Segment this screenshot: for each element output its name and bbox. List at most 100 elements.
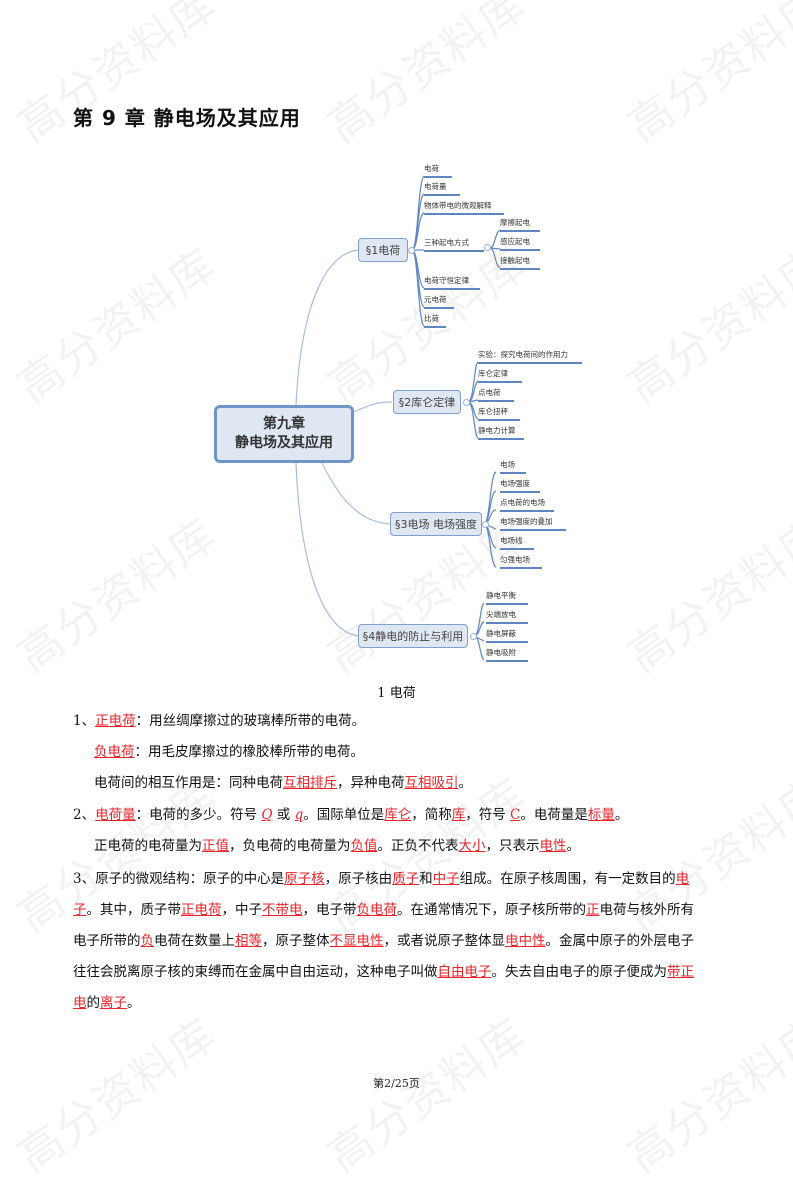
text: ，原子整体 [262, 933, 330, 949]
text: ，只表示 [485, 838, 540, 854]
mind-map-connectors [295, 175, 501, 661]
text: ，负电荷的电荷量为 [229, 838, 351, 854]
paragraph-1b: 负电荷：用毛皮摩擦过的橡胶棒所带的电荷。 [73, 737, 744, 768]
highlight-term: 子 [73, 902, 87, 918]
text: ，简称 [411, 807, 452, 823]
highlight-term: 电 [675, 871, 690, 887]
highlight-term: 正 [586, 902, 600, 918]
leaf-node: 元电荷 [424, 294, 454, 309]
watermark: 高分资料库 [8, 1008, 227, 1183]
collapse-icon[interactable] [408, 247, 415, 254]
text: 往往会脱离原子核的束缚而在金属中自由运动，这种电子叫做 [73, 964, 438, 980]
text: 电荷间的相互作用是：同种电荷 [94, 775, 283, 791]
paragraph-3-line-2: 子。其中，质子带正电荷，中子不带电，电子带负电荷。在通常情况下，原子核所带的正电… [73, 895, 723, 926]
collapse-icon[interactable] [470, 633, 477, 640]
text: 电子所带的 [73, 933, 141, 949]
leaf-node: 点电荷 [478, 387, 514, 402]
text: 电荷在数量上 [154, 933, 235, 949]
highlight-term: 互相排斥 [283, 775, 337, 791]
leaf-node: 静电力计算 [478, 425, 524, 440]
leaf-node: 物体带电的微观解释 [424, 200, 504, 215]
text: ：用丝绸摩擦过的玻璃棒所带的电荷。 [135, 713, 366, 729]
text: ，符号 [465, 807, 511, 823]
text: 。 [566, 838, 581, 854]
leaf-node: 三种起电方式 [424, 237, 484, 252]
collapse-icon[interactable] [463, 399, 470, 406]
leaf-node: 电场强度的叠加 [500, 516, 566, 531]
paragraph-3: 3、原子的微观结构：原子的中心是原子核，原子核由质子和中子组成。在原子核周围，有… [73, 864, 723, 1019]
text: 和 [419, 871, 433, 887]
text: ，电子带 [302, 902, 357, 918]
highlight-term: 库 [451, 807, 466, 823]
highlight-term: 自由电子 [437, 964, 492, 980]
watermark: 高分资料库 [618, 1008, 793, 1183]
leaf-node: 电荷守恒定律 [424, 275, 480, 290]
highlight-term: 互相吸引 [404, 775, 459, 791]
leaf-node: 库仑扭秤 [478, 406, 520, 421]
chapter-title: 第 9 章 静电场及其应用 [73, 106, 301, 130]
highlight-term: 带正 [667, 964, 694, 980]
leaf-node: 电场线 [500, 535, 534, 550]
highlight-term: 不显电性 [329, 933, 384, 949]
highlight-term: 大小 [458, 838, 486, 854]
highlight-term: 正电荷 [181, 902, 222, 918]
highlight-term: 正电荷 [95, 713, 136, 729]
text: ，或者说原子整体显 [383, 933, 506, 949]
leaf-node: 库仑定律 [478, 368, 522, 383]
paragraph-1c: 电荷间的相互作用是：同种电荷互相排斥，异种电荷互相吸引。 [73, 768, 744, 799]
text: 的 [86, 995, 101, 1011]
leaf-node: 摩擦起电 [500, 217, 540, 232]
leaf-node: 接触起电 [500, 255, 540, 270]
text: 。电荷量是 [520, 807, 588, 823]
highlight-term: 中子 [432, 871, 460, 887]
highlight-term: 负电荷 [356, 902, 398, 918]
leaf-node: 点电荷的电场 [500, 497, 554, 512]
text: 。其中，质子带 [86, 902, 182, 918]
center-node-line2: 静电场及其应用 [235, 435, 333, 451]
leaf-node: 静电吸附 [486, 647, 528, 662]
symbol: q [294, 807, 304, 823]
text: ：用毛皮摩擦过的橡胶棒所带的电荷。 [134, 744, 365, 760]
section-node-1: §1电荷 [358, 238, 408, 262]
highlight-term: 正值 [202, 838, 229, 854]
highlight-term: 负 [140, 933, 155, 949]
text: 组成。在原子核周围，有一定数目的 [459, 871, 676, 887]
paragraph-3-line-5: 电的离子。 [73, 988, 723, 1019]
text: 。 [614, 807, 629, 823]
section-node-4: §4静电的防止与利用 [358, 624, 468, 648]
highlight-term: 电中性 [505, 933, 546, 949]
paragraph-1: 1、正电荷：用丝绸摩擦过的玻璃棒所带的电荷。 [73, 706, 723, 737]
paragraph-3-line-3: 电子所带的负电荷在数量上相等，原子整体不显电性，或者说原子整体显电中性。金属中原… [73, 926, 723, 957]
text: ，中子 [221, 902, 263, 918]
symbol: Q [261, 807, 273, 823]
leaf-node: 比荷 [424, 313, 446, 328]
highlight-term: 库仑 [384, 807, 412, 823]
center-node-line1: 第九章 [263, 416, 305, 432]
leaf-node: 电荷 [424, 163, 452, 178]
text: 或 [272, 807, 295, 823]
section-node-2: §2库仑定律 [393, 390, 461, 414]
paragraph-3-line-1: 3、原子的微观结构：原子的中心是原子核，原子核由质子和中子组成。在原子核周围，有… [73, 864, 723, 895]
text: ，原子核由 [324, 871, 393, 887]
collapse-icon[interactable] [484, 244, 491, 251]
leaf-node: 匀强电场 [500, 554, 542, 569]
text: 。在通常情况下，原子核所带的 [397, 902, 586, 918]
text: 电荷与核外所有 [599, 902, 695, 918]
collapse-icon[interactable] [482, 521, 489, 528]
item-number: 1、 [73, 713, 96, 729]
page-number: 第2/25页 [373, 1077, 420, 1090]
text: 3、原子的微观结构：原子的中心是 [73, 871, 285, 887]
mind-map-center-node: 第九章 静电场及其应用 [214, 405, 354, 463]
highlight-term: 电性 [539, 838, 567, 854]
text: 。金属中原子的外层电子 [545, 933, 695, 949]
paragraph-2: 2、电荷量：电荷的多少。符号 Q 或 q。国际单位是库仑，简称库，符号 C。电荷… [73, 800, 723, 831]
section-node-3: §3电场 电场强度 [390, 512, 482, 536]
highlight-term: 电荷量 [95, 807, 136, 823]
item-number: 2、 [73, 807, 96, 823]
section-heading: 1 电荷 [377, 686, 416, 701]
leaf-node: 电场 [500, 459, 526, 474]
text: 。正负不代表 [377, 838, 459, 854]
leaf-node: 静电平衡 [486, 590, 528, 605]
watermark: 高分资料库 [318, 1008, 537, 1183]
leaf-node: 尖端放电 [486, 609, 528, 624]
